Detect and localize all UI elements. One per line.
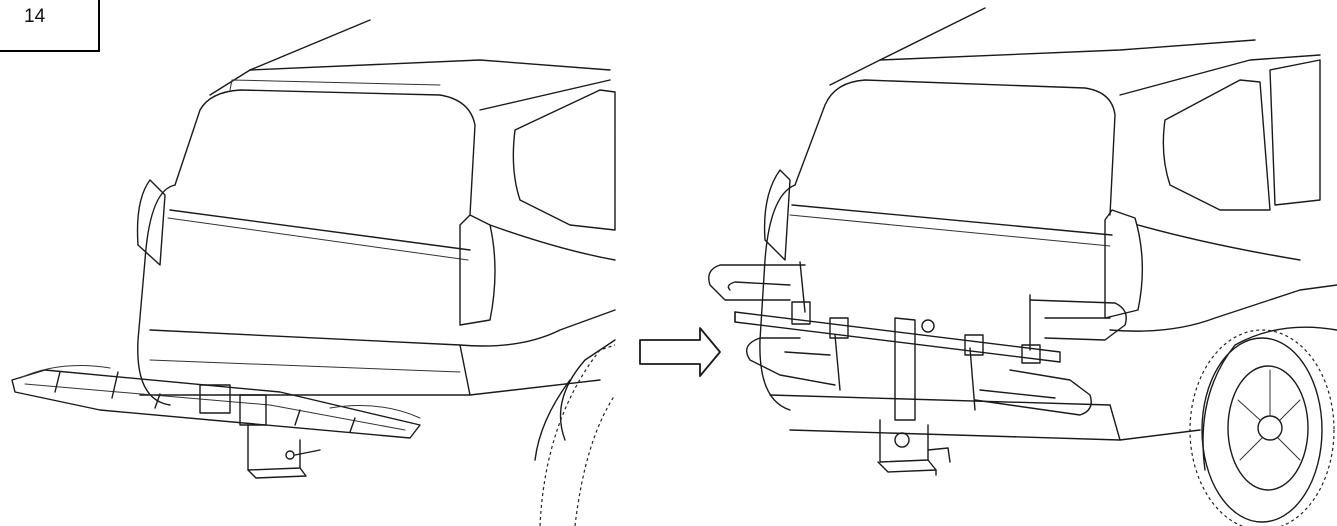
step-number-box: 14 (0, 0, 100, 52)
vehicle-left (136, 19, 616, 526)
bike-rack-deployed (708, 261, 1127, 476)
bike-rack-folded (11, 365, 421, 479)
right-arrow-icon (639, 327, 721, 377)
vehicle-right (759, 7, 1337, 526)
step-number: 14 (24, 6, 46, 27)
